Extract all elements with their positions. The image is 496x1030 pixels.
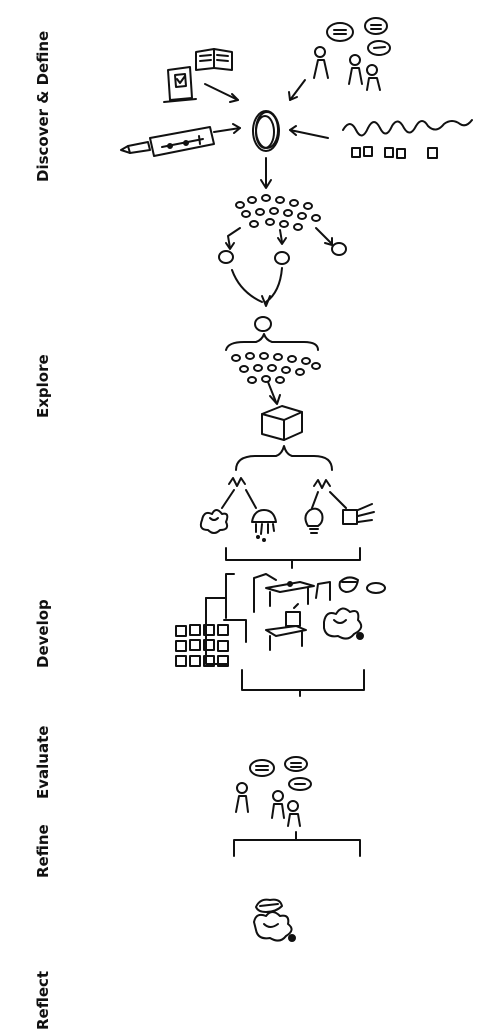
users-talking-icon — [314, 18, 390, 90]
define-branches — [219, 228, 346, 264]
book-icon — [196, 49, 232, 70]
refined-concept-icon — [254, 900, 295, 941]
central-problem-node — [253, 111, 279, 151]
ideas-cloud — [236, 195, 320, 230]
evaluate-bracket — [234, 840, 360, 856]
prototype-cloud-icon — [324, 608, 363, 639]
timeline-pencil-icon — [121, 127, 214, 156]
explore-brace — [226, 334, 318, 350]
evaluate-users-icon — [236, 757, 311, 826]
input-arrows — [205, 80, 328, 138]
cloud-doodle-icon — [201, 510, 227, 533]
explore-ideas — [232, 353, 320, 383]
box-icon — [262, 406, 302, 440]
lightbulb-icon — [305, 509, 322, 533]
broadcast-icon — [343, 504, 374, 524]
jellyfish-icon — [252, 510, 276, 541]
survey-tablet-icon — [164, 67, 196, 102]
post-it-grid — [176, 625, 228, 666]
prototype-bowls-icon — [340, 577, 385, 593]
explore-split-brace — [236, 446, 332, 470]
focus-node — [255, 317, 271, 331]
workbench-icon — [266, 604, 306, 650]
develop-bracket — [242, 670, 364, 690]
journey-map-icon — [343, 120, 472, 158]
explore-merge-bracket — [226, 548, 360, 560]
